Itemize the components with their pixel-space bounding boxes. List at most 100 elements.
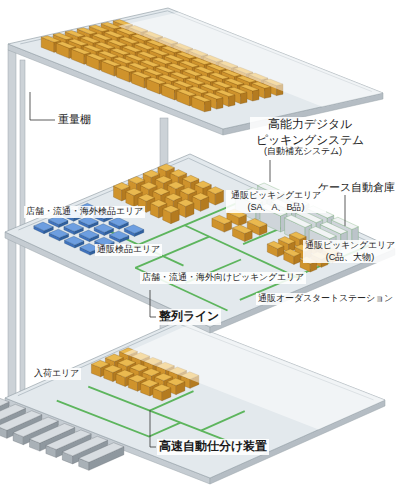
area-label: 通販検品エリア: [95, 244, 162, 256]
ghost-area: [118, 12, 383, 106]
box-face: [71, 48, 90, 55]
inspection-table: [109, 218, 128, 230]
box-face: [141, 182, 158, 189]
box-face: [65, 236, 85, 245]
box-face: [41, 36, 60, 43]
box-face: [104, 365, 122, 373]
area-label: 通販オーダスタートステーション: [256, 293, 395, 305]
box-face: [101, 22, 120, 29]
box-face: [79, 443, 124, 463]
box-face: [149, 49, 168, 56]
leader-line: [150, 410, 156, 447]
box-face: [168, 63, 187, 70]
box-face: [98, 51, 117, 58]
box-face: [247, 219, 267, 228]
box-face: [65, 30, 84, 37]
box-face: [177, 89, 196, 96]
inspection-table: [64, 223, 84, 235]
box-face: [309, 227, 336, 239]
area-label: (自動補充システム): [262, 146, 344, 158]
box-face: [153, 57, 172, 64]
box-face: [89, 25, 108, 32]
box-face: [130, 364, 148, 372]
box-face: [94, 224, 114, 233]
box-face: [114, 183, 131, 190]
box-face: [180, 187, 197, 194]
rack: [284, 249, 301, 265]
box-face: [162, 83, 181, 90]
truck: [79, 443, 124, 471]
box-face: [110, 231, 130, 240]
leader-lines: [30, 92, 345, 447]
inspection-table: [79, 217, 99, 229]
leader-line: [345, 195, 346, 226]
box-face: [68, 39, 87, 46]
area-label: 通販ピッキングエリア (C品、大物): [303, 240, 397, 263]
box-face: [165, 55, 184, 62]
item-group: [0, 398, 124, 470]
leader-line: [150, 290, 156, 317]
box-face: [267, 241, 284, 249]
box-face: [77, 28, 96, 35]
box-face: [34, 222, 54, 231]
inspection-table: [49, 229, 69, 241]
box-face: [171, 72, 190, 79]
rack: [207, 187, 224, 205]
box-face: [155, 373, 173, 381]
area-label: 高能力デジタル ピッキングシステム: [250, 117, 370, 148]
box-face: [141, 380, 159, 388]
box-face: [183, 69, 202, 76]
box-face: [138, 194, 155, 201]
inspection-table: [79, 230, 99, 242]
box-face: [107, 40, 126, 47]
box-face: [129, 63, 148, 70]
box-face: [180, 61, 199, 67]
box-face: [137, 52, 156, 59]
box-face: [95, 42, 114, 49]
area-label: 整列ライン: [157, 309, 221, 325]
conveyor: [201, 411, 245, 431]
rack: [192, 95, 211, 112]
box-face: [213, 81, 232, 88]
box-face: [158, 164, 175, 171]
box-face: [155, 176, 172, 183]
rack: [233, 225, 253, 242]
box-face: [105, 354, 123, 362]
box-face: [150, 200, 167, 207]
box-face: [116, 370, 134, 378]
box-face: [141, 60, 160, 67]
box-face: [174, 81, 193, 88]
box-face: [233, 225, 253, 234]
box-face: [216, 90, 235, 97]
box-face: [205, 100, 211, 111]
box-face: [153, 384, 171, 392]
rack: [267, 241, 284, 256]
area-label: ケース自動倉庫: [316, 180, 397, 194]
box-face: [192, 193, 209, 200]
box-face: [165, 194, 182, 201]
box-face: [204, 93, 223, 100]
box-face: [104, 31, 123, 38]
pillar: [160, 118, 168, 168]
box-face: [101, 60, 120, 67]
box-face: [253, 90, 259, 101]
leader-line: [30, 92, 55, 120]
box-face: [118, 359, 136, 367]
box-face: [128, 375, 146, 383]
rack: [178, 199, 195, 217]
box-face: [168, 182, 185, 189]
conveyor: [88, 387, 232, 443]
box-face: [56, 42, 75, 49]
item-group: [212, 209, 267, 242]
rack: [153, 384, 171, 401]
box-face: [159, 75, 178, 82]
inspection-table: [34, 222, 54, 234]
area-label: 重量棚: [56, 112, 93, 126]
rack: [163, 205, 180, 223]
box-face: [163, 205, 180, 212]
box-face: [91, 360, 109, 368]
area-label: 店舗・流通・海外向けピッキングエリア: [140, 272, 306, 284]
box-face: [201, 84, 220, 91]
box-face: [285, 215, 312, 227]
box-face: [79, 230, 99, 239]
